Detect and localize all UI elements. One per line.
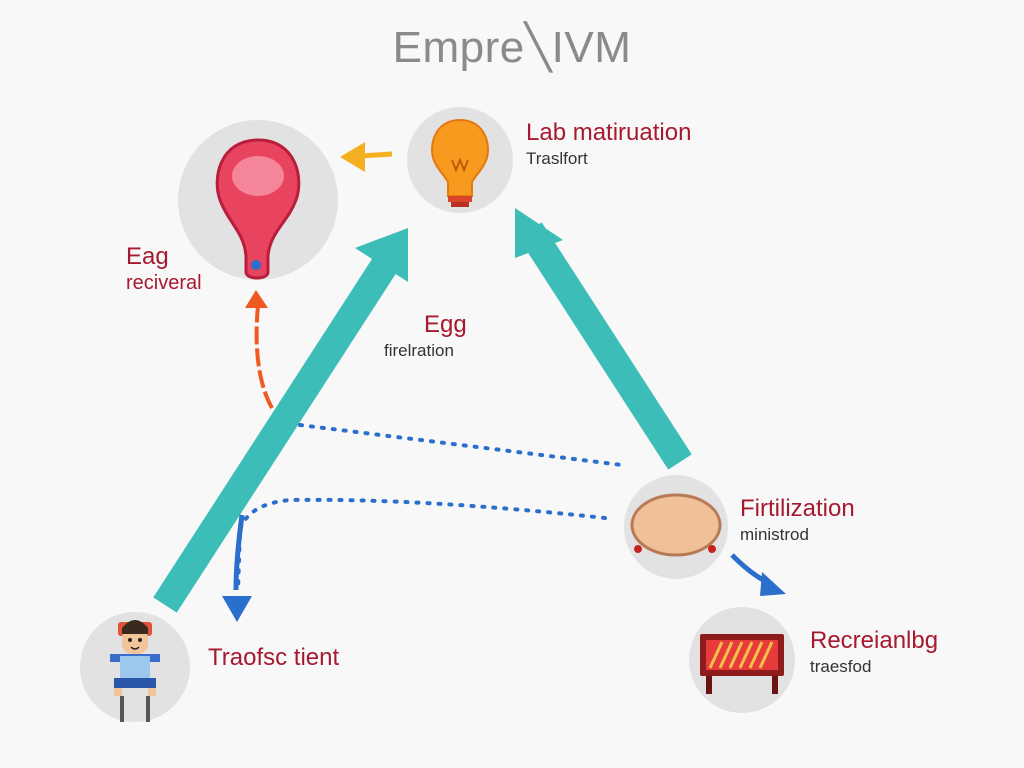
blue-arrowhead-patient: [222, 596, 252, 622]
recreation-label: Recreianlbg traesfod: [810, 627, 939, 677]
egg-retrieval-label: Eag reciveral: [126, 243, 202, 295]
egg-retrieval-subtitle: reciveral: [126, 272, 202, 295]
fertilization-title: Firtilization: [740, 495, 855, 522]
recreation-subtitle: traesfod: [810, 657, 872, 677]
patient-title: Traofsc tient: [208, 644, 340, 671]
lab-maturation-label: Lab matiruation Traslfort: [526, 119, 692, 169]
lab-maturation-subtitle: Traslfort: [526, 149, 588, 169]
blue-dotted-line-lower: [236, 497, 607, 592]
teal-arrow-left: [153, 228, 408, 613]
recreation-title: Recreianlbg: [810, 627, 939, 654]
patient-label: Traofsc tient: [208, 644, 340, 671]
diagram-title: Empre╲IVM: [392, 23, 632, 72]
fertilization-label: Firtilization ministrod: [740, 495, 855, 545]
incubator-icon: [700, 634, 784, 694]
blue-arrow-to-patient: [233, 514, 245, 591]
egg-fertilization-title: Egɡ: [424, 311, 467, 338]
patient-chair-icon: [110, 620, 160, 722]
ovary-organ-icon: [215, 138, 301, 280]
egg-fertilization-label: Egɡ firelration: [384, 311, 467, 361]
egg-fertilization-subtitle: firelration: [384, 341, 454, 361]
fertilization-subtitle: ministrod: [740, 525, 809, 545]
egg-dish-icon: [630, 493, 722, 557]
teal-arrow-right: [515, 208, 692, 470]
blue-arrowhead-recreation: [760, 572, 786, 596]
egg-retrieval-title: Eag: [126, 243, 169, 270]
lightbulb-icon: [430, 118, 490, 207]
lab-maturation-title: Lab matiruation: [526, 119, 692, 146]
blue-dotted-line-upper: [298, 423, 624, 467]
orange-arrow: [245, 290, 274, 409]
yellow-arrow: [340, 142, 393, 172]
